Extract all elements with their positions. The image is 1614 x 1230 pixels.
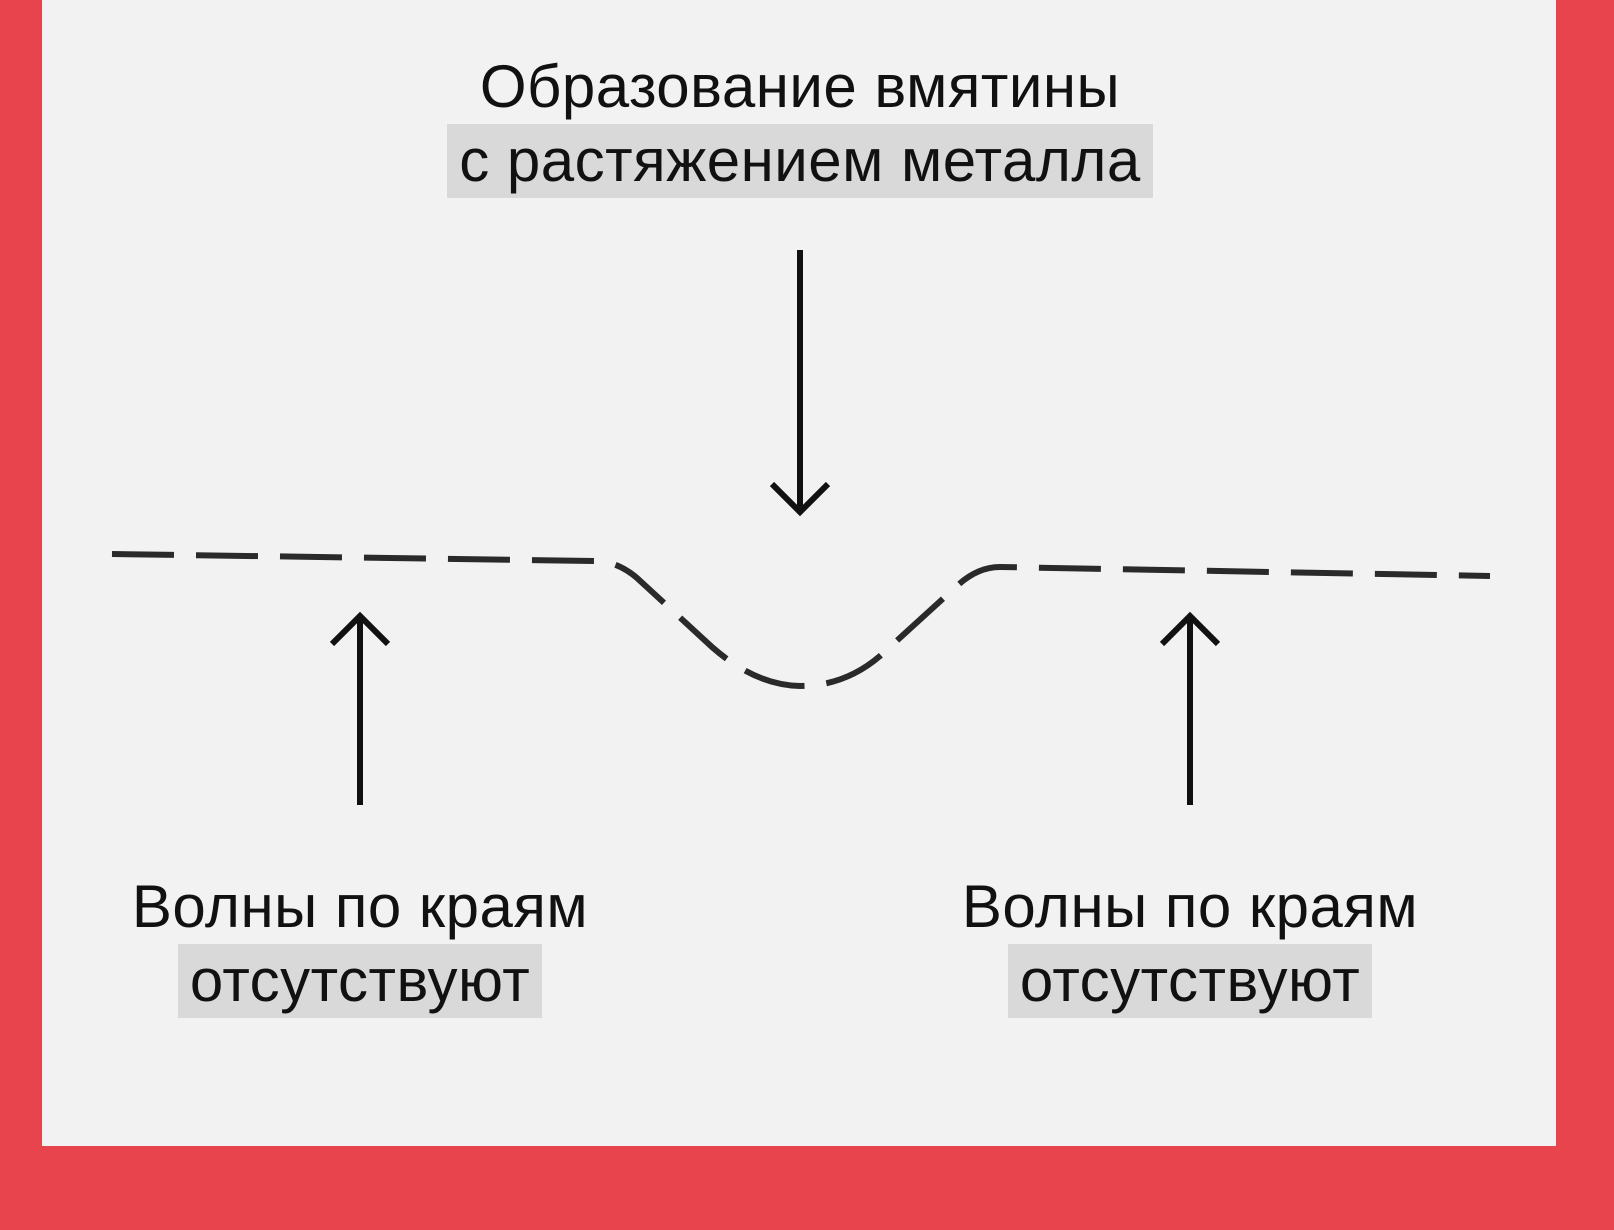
right-up-arrow-icon [1159, 611, 1221, 805]
dent-formation-line1: Образование вмятины [479, 53, 1121, 120]
metal-surface-line [111, 551, 1491, 690]
right-edge-label: Волны по краям отсутствуют [890, 870, 1490, 1018]
dent-formation-label: Образование вмятины с растяжением металл… [350, 50, 1250, 198]
left-up-arrow-icon [329, 611, 391, 805]
right-edge-line1: Волны по краям [961, 873, 1419, 940]
left-edge-label: Волны по краям отсутствуют [60, 870, 660, 1018]
left-edge-line1: Волны по краям [131, 873, 589, 940]
left-edge-line2: отсутствуют [177, 944, 543, 1018]
right-edge-line2: отсутствуют [1007, 944, 1373, 1018]
dent-formation-line2: с растяжением металла [447, 124, 1153, 198]
down-arrow-icon [769, 250, 831, 517]
